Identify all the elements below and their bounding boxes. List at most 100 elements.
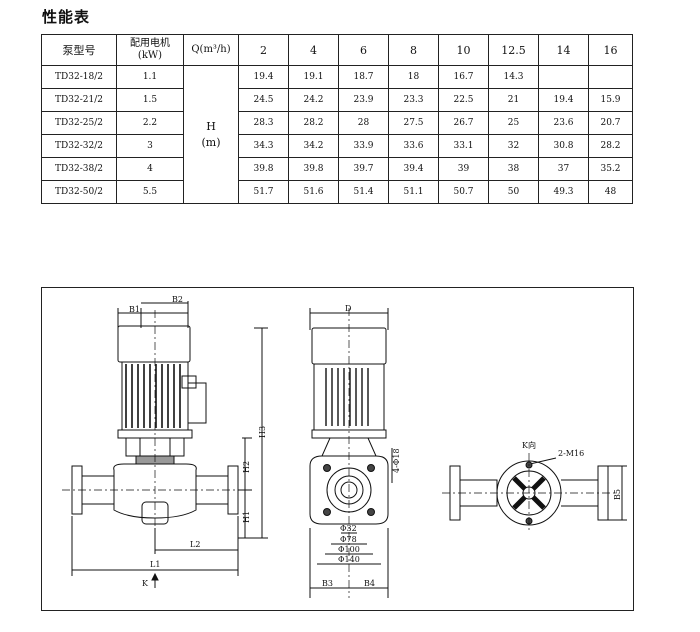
head-value-cell: 25: [488, 111, 539, 135]
head-value-cell: 28.2: [588, 134, 633, 158]
k-direction-label: K向: [522, 440, 536, 450]
dim-l1: L1: [150, 560, 160, 569]
flow-value: 16: [588, 34, 633, 66]
pump-model-header: 泵型号: [41, 34, 117, 66]
dim-b3: B3: [322, 579, 333, 588]
motor-header-line2: (kW): [137, 50, 163, 61]
pump-model-cell: TD32-38/2: [41, 157, 117, 181]
table-header-row: 泵型号 配用电机 (kW) Q(m³/h) 2 4 6 8 10 12.5 14…: [41, 34, 633, 66]
dim-h3: H3: [258, 426, 267, 438]
head-value-cell: 19.4: [238, 65, 289, 89]
head-value-cell: 39.4: [388, 157, 439, 181]
head-value-cell: 51.6: [288, 180, 339, 204]
head-value-cell: 19.1: [288, 65, 339, 89]
head-value-cell: 48: [588, 180, 633, 204]
dim-h1: H1: [242, 511, 251, 523]
top-view: K向 2-M16 B5: [442, 440, 627, 533]
pump-model-cell: TD32-50/2: [41, 180, 117, 204]
pump-model-cell: TD32-21/2: [41, 88, 117, 112]
k-arrow-label: K: [142, 579, 149, 588]
dim-l2: L2: [190, 540, 200, 549]
pump-model-cell: TD32-32/2: [41, 134, 117, 158]
dim-d: D: [345, 304, 351, 313]
head-value-cell: 39: [438, 157, 489, 181]
dim-phi32: Φ32: [340, 524, 357, 533]
bolt-hole-label: 4-Φ18: [392, 448, 401, 473]
flow-value: 4: [288, 34, 339, 66]
thread-label: 2-M16: [558, 449, 584, 458]
head-value-cell: 51.1: [388, 180, 439, 204]
flow-value: 8: [388, 34, 439, 66]
flow-value: 12.5: [488, 34, 539, 66]
head-value-cell: 50: [488, 180, 539, 204]
motor-header-line1: 配用电机: [130, 38, 170, 49]
head-value-cell: 21: [488, 88, 539, 112]
head-value-cell: 32: [488, 134, 539, 158]
head-value-cell: 37: [538, 157, 589, 181]
dim-phi100: Φ100: [338, 545, 360, 554]
head-value-cell: 50.7: [438, 180, 489, 204]
head-value-cell: 18.7: [338, 65, 389, 89]
front-view: B1 B2: [62, 295, 268, 588]
head-value-cell: 49.3: [538, 180, 589, 204]
motor-power-header: 配用电机 (kW): [116, 34, 184, 66]
head-value-cell: 33.6: [388, 134, 439, 158]
motor-power-cell: 3: [116, 134, 184, 158]
head-value-cell: 14.3: [488, 65, 539, 89]
head-value-cell: 23.6: [538, 111, 589, 135]
performance-table: 泵型号 配用电机 (kW) Q(m³/h) 2 4 6 8 10 12.5 14…: [41, 34, 633, 204]
head-value-cell: 18: [388, 65, 439, 89]
head-value-cell: 28.2: [288, 111, 339, 135]
head-value-cell: 39.8: [288, 157, 339, 181]
head-value-cell: [538, 65, 589, 89]
head-value-cell: 27.5: [388, 111, 439, 135]
dim-phi140: Φ140: [338, 555, 360, 564]
motor-power-cell: 2.2: [116, 111, 184, 135]
head-value-cell: 39.8: [238, 157, 289, 181]
head-label-line2: (m): [201, 135, 221, 149]
flow-value: 2: [238, 34, 289, 66]
motor-power-cell: 4: [116, 157, 184, 181]
dim-h2: H2: [242, 461, 251, 473]
head-value-cell: 34.2: [288, 134, 339, 158]
head-value-cell: 38: [488, 157, 539, 181]
head-value-cell: 51.4: [338, 180, 389, 204]
dimension-drawing: B1 B2: [62, 295, 627, 598]
head-value-cell: 26.7: [438, 111, 489, 135]
head-value-cell: 39.7: [338, 157, 389, 181]
head-value-cell: 28: [338, 111, 389, 135]
flow-header: Q(m³/h): [183, 34, 239, 66]
pump-model-cell: TD32-18/2: [41, 65, 117, 89]
motor-power-cell: 5.5: [116, 180, 184, 204]
head-value-cell: 34.3: [238, 134, 289, 158]
flow-value: 10: [438, 34, 489, 66]
head-value-cell: [588, 65, 633, 89]
head-value-cell: 15.9: [588, 88, 633, 112]
head-value-cell: 19.4: [538, 88, 589, 112]
motor-power-cell: 1.1: [116, 65, 184, 89]
flow-value: 14: [538, 34, 589, 66]
dim-b1: B1: [129, 305, 140, 314]
head-value-cell: 28.3: [238, 111, 289, 135]
head-value-cell: 35.2: [588, 157, 633, 181]
dim-b5: B5: [613, 489, 622, 500]
head-value-cell: 24.5: [238, 88, 289, 112]
dim-b2: B2: [172, 295, 183, 304]
head-value-cell: 20.7: [588, 111, 633, 135]
head-label-line1: H: [206, 119, 216, 133]
head-value-cell: 16.7: [438, 65, 489, 89]
dim-b4: B4: [364, 579, 375, 588]
head-value-cell: 51.7: [238, 180, 289, 204]
dim-phi78: Φ78: [340, 535, 357, 544]
head-value-cell: 23.9: [338, 88, 389, 112]
head-label-cell: H (m): [183, 65, 239, 204]
page-title: 性能表: [42, 8, 91, 26]
head-value-cell: 33.1: [438, 134, 489, 158]
head-value-cell: 33.9: [338, 134, 389, 158]
